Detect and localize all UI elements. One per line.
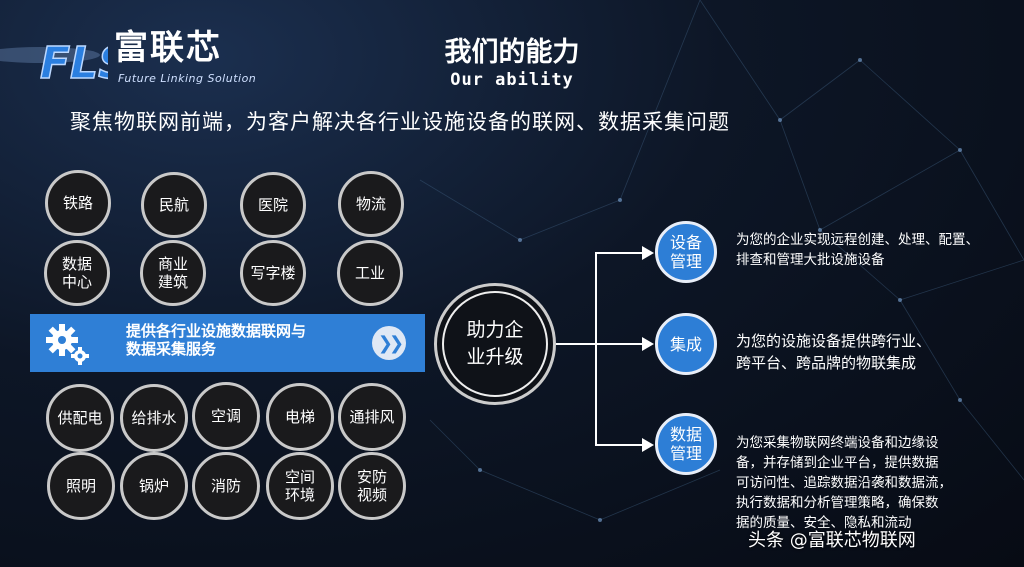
- ability-device-management: 设备 管理: [655, 221, 717, 283]
- arrow-right-icon: [642, 438, 654, 452]
- service-banner: 提供各行业设施数据联网与 数据采集服务 ❯❯: [30, 314, 425, 372]
- ability-device-management-desc: 为您的企业实现远程创建、处理、配置、 排查和管理大批设施设备: [736, 232, 979, 268]
- system-lighting: 照明: [47, 452, 115, 520]
- industry-data-center: 数据 中心: [44, 240, 110, 306]
- industry-hospital: 医院: [240, 172, 306, 238]
- watermark: 头条 @富联芯物联网: [748, 530, 916, 551]
- page-title-en: Our ability: [450, 70, 574, 90]
- arrow-right-icon: [642, 246, 654, 260]
- ability-data-management: 数据 管理: [655, 413, 717, 475]
- fls-logo-icon: FLS: [39, 37, 108, 86]
- connector-vertical: [595, 252, 597, 445]
- ability-integration-desc: 为您的设施设备提供跨行业、 跨平台、跨品牌的物联集成: [736, 332, 932, 372]
- hub-label: 助力企 业升级: [442, 291, 548, 397]
- system-security-video: 安防 视频: [338, 452, 406, 520]
- page-title: 我们的能力: [444, 37, 580, 68]
- system-spatial-environment: 空间 环境: [266, 452, 334, 520]
- logo-name-cn: 富联芯: [114, 28, 222, 68]
- system-elevator: 电梯: [266, 383, 334, 451]
- hub-circle: 助力企 业升级: [434, 283, 556, 405]
- connector-bottom: [595, 444, 645, 446]
- system-water: 给排水: [120, 384, 188, 452]
- connector-middle: [595, 343, 645, 345]
- industry-logistics: 物流: [338, 171, 404, 237]
- gears-icon: [46, 324, 89, 365]
- system-fire-protection: 消防: [192, 452, 260, 520]
- system-power-supply: 供配电: [46, 384, 114, 452]
- industry-railway: 铁路: [45, 170, 111, 236]
- banner-text: 提供各行业设施数据联网与 数据采集服务: [126, 322, 307, 358]
- connector-top: [595, 252, 645, 254]
- system-air-conditioning: 空调: [192, 382, 260, 450]
- ability-integration: 集成: [655, 313, 717, 375]
- page-subtitle: 聚焦物联网前端，为客户解决各行业设施设备的联网、数据采集问题: [70, 110, 730, 134]
- arrow-right-icon: [642, 337, 654, 351]
- industry-manufacturing: 工业: [337, 240, 403, 306]
- connector-main: [556, 343, 596, 345]
- svg-text:FLS: FLS: [40, 38, 108, 86]
- system-boiler: 锅炉: [120, 452, 188, 520]
- system-ventilation: 通排风: [338, 383, 406, 451]
- double-chevron-right-icon[interactable]: ❯❯: [372, 326, 406, 360]
- industry-office-building: 写字楼: [240, 240, 306, 306]
- logo-name-en: Future Linking Solution: [118, 72, 257, 85]
- ability-data-management-desc: 为您采集物联网终端设备和边缘设 备，并存储到企业平台，提供数据 可访问性、追踪数…: [736, 435, 952, 531]
- industry-aviation: 民航: [141, 172, 207, 238]
- company-logo: FLS 富联芯 Future Linking Solution: [38, 28, 256, 86]
- industry-commercial-building: 商业 建筑: [140, 240, 206, 306]
